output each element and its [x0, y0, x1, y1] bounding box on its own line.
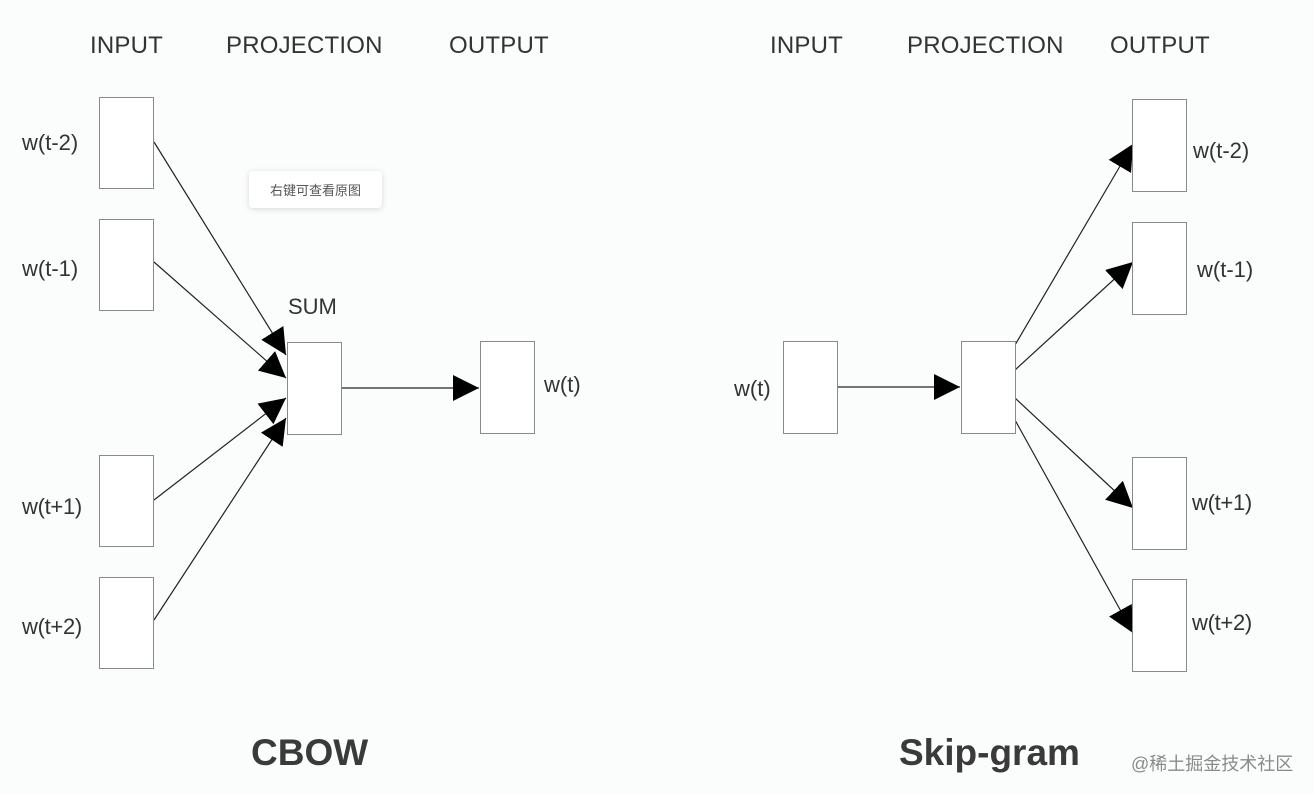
skipgram-title: Skip-gram — [899, 732, 1080, 773]
skipgram-header-projection: PROJECTION — [907, 32, 1064, 59]
skipgram-output-label-t+1: w(t+1) — [1192, 490, 1252, 515]
skipgram-input-label: w(t) — [734, 376, 771, 401]
cbow-input-box-t+2 — [99, 577, 154, 669]
watermark: @稀土掘金技术社区 — [1131, 754, 1294, 774]
skipgram-arrow-t+1 — [1014, 397, 1134, 509]
cbow-header-projection: PROJECTION — [226, 32, 383, 59]
skipgram-header-input: INPUT — [770, 32, 843, 59]
cbow-arrow-t-1 — [153, 261, 287, 379]
cbow-input-box-t-2 — [99, 97, 154, 189]
skipgram-arrow-t-2 — [1014, 143, 1134, 346]
skipgram-output-box-t-1 — [1132, 222, 1187, 315]
cbow-input-label-t+2: w(t+2) — [22, 614, 82, 639]
skipgram-output-box-t-2 — [1132, 99, 1187, 192]
cbow-input-box-t-1 — [99, 219, 154, 311]
cbow-arrow-t+2 — [153, 417, 287, 621]
cbow-title: CBOW — [251, 732, 369, 773]
cbow-input-box-t+1 — [99, 455, 154, 547]
cbow-projection-box — [287, 342, 342, 435]
cbow-input-label-t+1: w(t+1) — [22, 494, 82, 519]
skipgram-input-box — [783, 341, 838, 434]
skipgram-arrow-t+2 — [1014, 419, 1134, 634]
skipgram-arrow-t-1 — [1014, 261, 1134, 371]
cbow-header-input: INPUT — [90, 32, 163, 59]
skipgram-output-box-t+1 — [1132, 457, 1187, 550]
cbow-arrow-t-2 — [153, 141, 287, 356]
cbow-sum-label: SUM — [288, 294, 337, 319]
skipgram-output-label-t-2: w(t-2) — [1193, 138, 1250, 163]
cbow-arrow-t+1 — [153, 397, 287, 501]
cbow-input-label-t-2: w(t-2) — [22, 130, 79, 155]
cbow-output-label: w(t) — [544, 372, 581, 397]
skipgram-output-label-t+2: w(t+2) — [1192, 610, 1252, 635]
cbow-output-box — [480, 341, 535, 434]
cbow-header-output: OUTPUT — [449, 32, 549, 59]
skipgram-output-label-t-1: w(t-1) — [1197, 257, 1254, 282]
skipgram-header-output: OUTPUT — [1110, 32, 1210, 59]
cbow-input-label-t-1: w(t-1) — [22, 256, 79, 281]
skipgram-projection-box — [961, 341, 1016, 434]
view-original-tooltip[interactable]: 右键可查看原图 — [249, 171, 382, 208]
skipgram-output-box-t+2 — [1132, 579, 1187, 672]
